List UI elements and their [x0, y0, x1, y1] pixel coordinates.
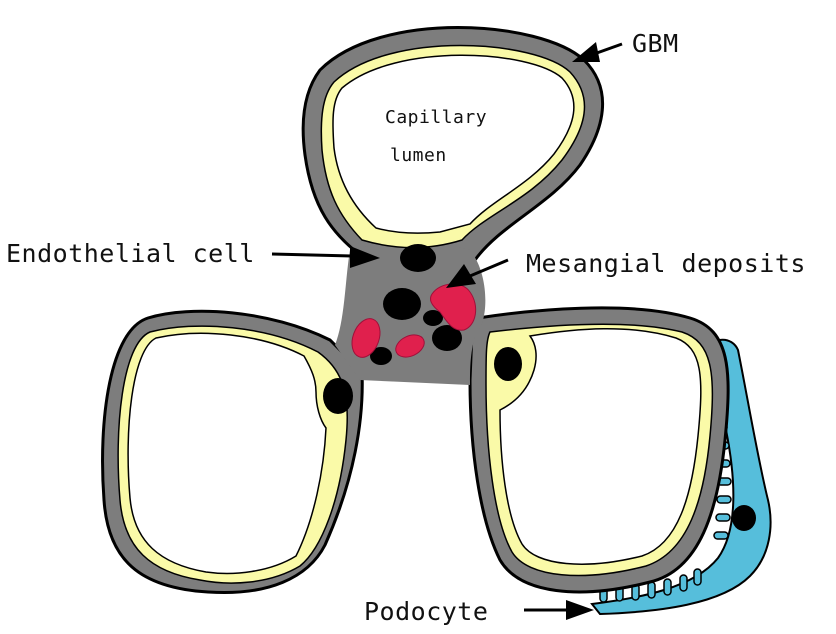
left-lumen [128, 333, 326, 573]
mesangial-deposits-label: Mesangial deposits [526, 249, 806, 278]
endothelial-cell-label: Endothelial cell [6, 239, 255, 268]
gbm-arrow [572, 42, 622, 62]
gbm-label: GBM [632, 29, 679, 58]
endothelial-nucleus-right [494, 347, 522, 381]
podocyte-nucleus [732, 505, 756, 531]
capillary-lumen-label-line1: Capillary [385, 107, 487, 128]
podocyte-arrow [524, 600, 594, 620]
podocyte-label: Podocyte [364, 597, 488, 626]
capillary-lumen-label-line2: lumen [390, 145, 447, 166]
endothelial-nucleus-top [400, 244, 436, 272]
mesangial-nucleus [383, 288, 421, 320]
endothelial-nucleus-left [323, 378, 353, 414]
